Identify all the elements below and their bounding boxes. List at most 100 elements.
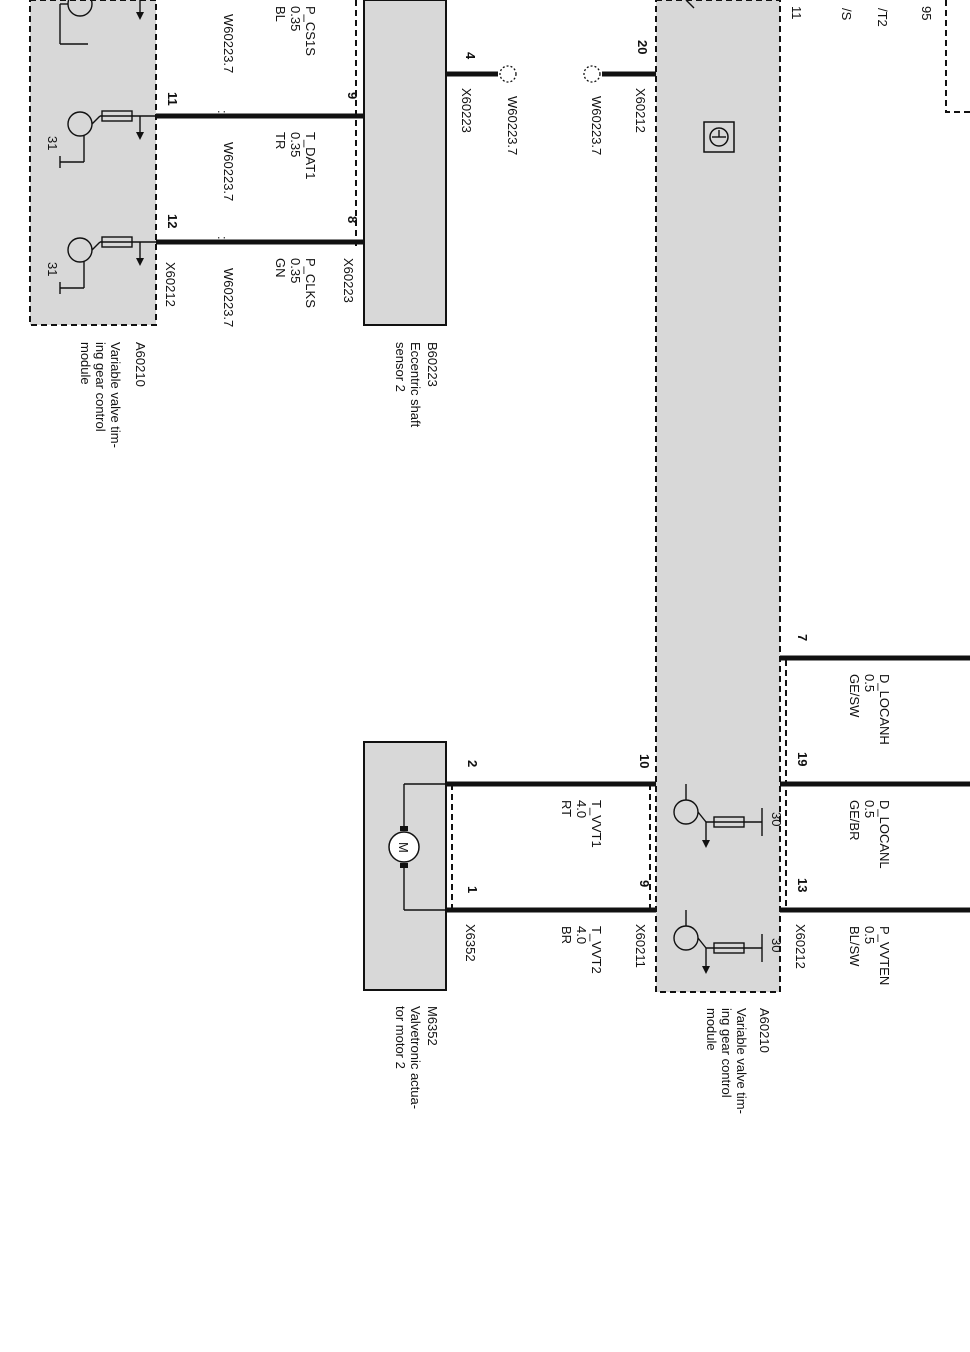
resistor-icon	[713, 942, 745, 954]
pin-9-x60211: 9	[637, 880, 652, 887]
svg-text:P_VVTEN: P_VVTEN	[877, 926, 892, 985]
ground-label-30: 30	[769, 812, 784, 826]
svg-text:0.5: 0.5	[862, 926, 877, 944]
wire-break-mark: :	[215, 110, 230, 114]
pin-12-left: 12	[165, 214, 180, 228]
module-desc-line-3: module	[78, 342, 93, 385]
pin-4: 4	[463, 52, 478, 60]
resistor-icon	[101, 236, 133, 248]
connector-label-x60223: X60223	[341, 258, 356, 303]
ground-label-31: 31	[45, 262, 60, 276]
svg-text:T_DAT1: T_DAT1	[303, 132, 318, 179]
module-a60210-left: 31 31 A60210 Variable valve tim- ing gea…	[29, 0, 157, 448]
svg-text:0.5: 0.5	[862, 800, 877, 818]
module-id-b60223: B60223	[425, 342, 440, 387]
svg-text:BR: BR	[559, 926, 574, 944]
svg-text:0.35: 0.35	[288, 258, 303, 283]
ground-label-30: 30	[769, 938, 784, 952]
motor-icon: M	[388, 826, 420, 868]
pin-7: 7	[795, 634, 810, 641]
pin-8: 8	[345, 216, 360, 223]
wire-ref-w60223-2: W60223.7	[221, 142, 236, 201]
wire-ref-w60223-1: W60223.7	[221, 14, 236, 73]
module-m6352: M 2 1 X6352 M6352 Valvetronic actua- tor…	[363, 741, 480, 1109]
pin-19: 19	[795, 752, 810, 766]
wire-label-p-clks: P_CLKS 0.35 GN	[273, 258, 318, 308]
svg-text:4.0: 4.0	[574, 926, 589, 944]
motor-symbol: M	[396, 842, 411, 853]
svg-text:BL/SW: BL/SW	[847, 926, 862, 967]
wire-ref-w60223-pin4: W60223.7	[505, 96, 520, 155]
connector-label-x60211: X60211	[633, 924, 648, 968]
connector-label-x60223-pin4: X60223	[459, 88, 474, 133]
module-a60210-main-box	[655, 0, 781, 993]
ground-label-31: 31	[45, 136, 60, 150]
wire-ref-w60223-3: W60223.7	[221, 268, 236, 327]
wire-label-p-cs1s: P_CS1S 0.35 BL	[273, 6, 318, 56]
transistor-stage-b: 30	[673, 910, 784, 974]
partial-label-t2: /T2	[875, 8, 890, 27]
pin-11-left: 11	[165, 92, 180, 106]
pin-20: 20	[635, 40, 650, 54]
pin-9: 9	[345, 92, 360, 99]
wire-stub-pin20: 20 X60212 W60223.7	[583, 40, 656, 155]
wire-ref-w60223-pin20: W60223.7	[589, 96, 604, 155]
transistor-stage-2: 31	[45, 110, 156, 168]
wire-label-t-dat1: T_DAT1 0.35 TR	[273, 132, 318, 179]
svg-text:T_VVT1: T_VVT1	[589, 800, 604, 848]
module-desc-line-2: ing gear control	[93, 342, 108, 432]
wire-break-mark: :	[215, 236, 230, 240]
svg-text:TR: TR	[273, 132, 288, 149]
module-desc-line-1: Eccentric shaft	[408, 342, 423, 428]
module-desc-line-1: Variable valve tim-	[108, 342, 123, 448]
partial-label-s: /S	[839, 8, 854, 21]
wire-d-locanh: 7 D_LOCANH 0.5 GE/SW	[780, 634, 970, 745]
wire-p-vvten: 13 X60212 P_VVTEN 0.5 BL/SW	[780, 878, 970, 985]
wire-d-locanl: 19 D_LOCANL 0.5 GE/BR	[780, 752, 970, 869]
svg-text:D_LOCANL: D_LOCANL	[877, 800, 892, 869]
resistor-icon	[101, 110, 133, 122]
partial-label-95: 95	[919, 6, 934, 20]
svg-text:GN: GN	[273, 258, 288, 278]
connector-label-x6352: X6352	[463, 924, 478, 962]
wire-t-vvt1: 10 T_VVT1 4.0 RT	[446, 754, 656, 848]
svg-text:0.5: 0.5	[862, 674, 877, 692]
svg-text:P_CLKS: P_CLKS	[303, 258, 318, 308]
module-id-a60210-main: A60210	[757, 1008, 772, 1053]
wire-stub-pin4: 4 X60223 W60223.7	[446, 52, 520, 155]
partial-label-11: 11	[789, 6, 804, 20]
wire-t-vvt2: 9 X60211 T_VVT2 4.0 BR	[446, 880, 656, 974]
pin-2: 2	[465, 760, 480, 767]
pin-1: 1	[465, 886, 480, 893]
resistor-icon	[713, 816, 745, 828]
sensor-b60223-box	[363, 0, 447, 326]
svg-text:0.35: 0.35	[288, 6, 303, 31]
svg-text:GE/SW: GE/SW	[847, 674, 862, 718]
module-symbol-icon	[703, 121, 735, 153]
module-desc-line-2: sensor 2	[393, 342, 408, 392]
module-desc-line-1: Valvetronic actua-	[408, 1006, 423, 1109]
svg-text:P_CS1S: P_CS1S	[303, 6, 318, 56]
partial-module-top-right: /T2 /S 11 95	[789, 0, 970, 113]
svg-text:BL: BL	[273, 6, 288, 22]
transistor-stage-a: 30	[673, 784, 784, 848]
svg-text:RT: RT	[559, 800, 574, 817]
svg-text:T_VVT2: T_VVT2	[589, 926, 604, 974]
connector-label-x60212-left: X60212	[163, 262, 178, 307]
module-id-a60210-left: A60210	[133, 342, 148, 387]
pin-10: 10	[637, 754, 652, 768]
module-desc-line-3: module	[704, 1008, 719, 1051]
module-id-m6352: M6352	[425, 1006, 440, 1046]
pin-13: 13	[795, 878, 810, 892]
svg-text:D_LOCANH: D_LOCANH	[877, 674, 892, 745]
module-b60223: 9 8 X60223 B60223 Eccentric shaft sensor…	[341, 0, 447, 428]
connector-label-x60212-pin20: X60212	[633, 88, 648, 133]
svg-text:0.35: 0.35	[288, 132, 303, 157]
module-a60210-left-box	[29, 0, 157, 326]
transistor-stage-1	[59, 0, 144, 45]
connector-label-x60212-right: X60212	[793, 924, 808, 969]
svg-text:GE/BR: GE/BR	[847, 800, 862, 840]
module-a60210-main: 30 30 A60210 Variable valve tim- ing gea…	[655, 0, 784, 1114]
svg-text:4.0: 4.0	[574, 800, 589, 818]
